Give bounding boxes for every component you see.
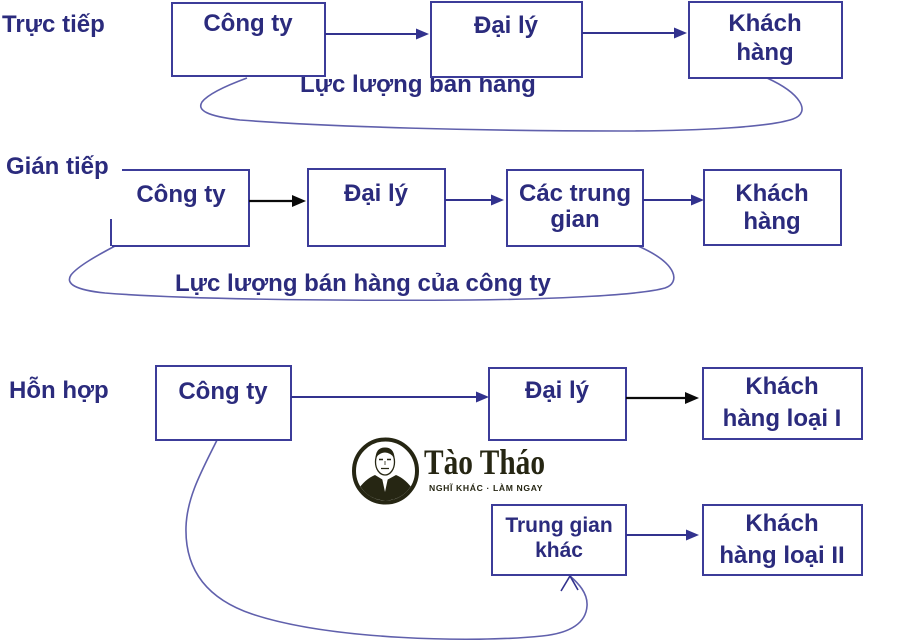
svg-text:Khách: Khách [728, 10, 801, 37]
svg-text:Đại lý: Đại lý [474, 12, 539, 39]
svg-text:Đại lý: Đại lý [525, 377, 590, 404]
svg-text:hàng loại I: hàng loại I [723, 405, 842, 432]
svg-text:Khách: Khách [745, 510, 818, 537]
svg-text:Các trung: Các trung [519, 180, 631, 207]
svg-text:Công ty: Công ty [203, 10, 293, 37]
svg-text:Công ty: Công ty [178, 378, 268, 405]
svg-text:Công ty: Công ty [136, 181, 226, 208]
svg-text:khác: khác [535, 539, 583, 562]
svg-text:Trung gian: Trung gian [505, 514, 612, 537]
svg-text:Trực tiếp: Trực tiếp [2, 11, 105, 38]
svg-text:Khách: Khách [745, 373, 818, 400]
svg-text:Đại lý: Đại lý [344, 180, 409, 207]
svg-text:hàng loại II: hàng loại II [719, 542, 844, 569]
svg-text:Hỗn hợp: Hỗn hợp [9, 376, 109, 404]
svg-text:hàng: hàng [743, 208, 800, 235]
svg-text:gian: gian [550, 206, 599, 233]
svg-text:Lực lượng bán hàng của công ty: Lực lượng bán hàng của công ty [175, 270, 551, 297]
svg-text:Gián tiếp: Gián tiếp [6, 153, 109, 180]
svg-text:Tào Tháo: Tào Tháo [424, 442, 545, 482]
svg-text:hàng: hàng [736, 39, 793, 66]
svg-text:NGHĨ KHÁC · LÀM NGAY: NGHĨ KHÁC · LÀM NGAY [429, 483, 544, 493]
svg-text:Khách: Khách [735, 180, 808, 207]
